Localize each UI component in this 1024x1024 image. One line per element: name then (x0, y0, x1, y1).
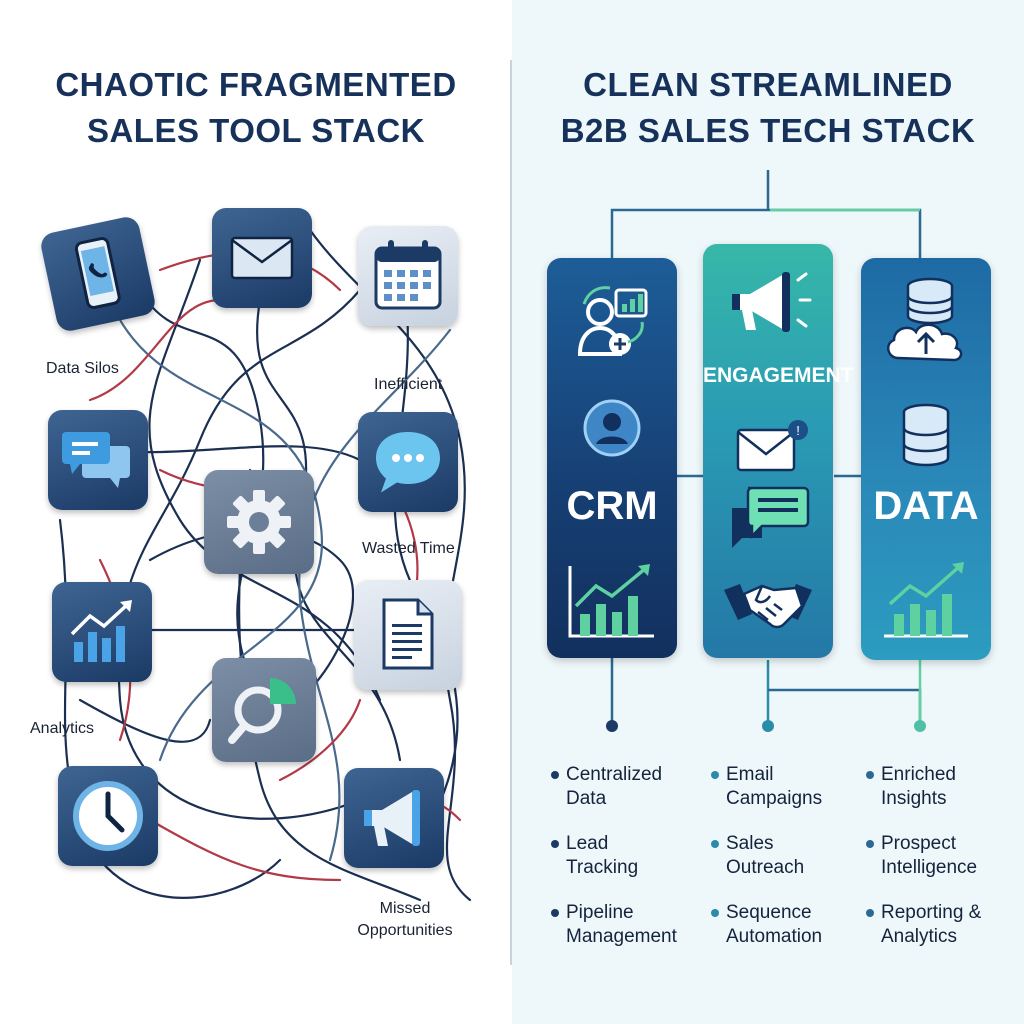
label-data-silos: Data Silos (46, 360, 119, 377)
search-chart-icon (228, 678, 296, 744)
bullet-text-line: Campaigns (726, 788, 823, 809)
bullet-text-line: Enriched (881, 764, 956, 785)
phone-tile (38, 214, 158, 334)
pillar-data: DATA (861, 258, 991, 660)
pillar-crm-title: CRM (566, 484, 658, 528)
bullet-dot (551, 909, 559, 917)
megaphone-icon (364, 790, 420, 846)
label-missed-line1: Missed (379, 900, 431, 917)
email-icon (230, 236, 294, 280)
clock-icon (73, 781, 143, 851)
label-analytics: Analytics (30, 720, 95, 737)
chat-bubble-icon (376, 432, 440, 493)
database-cloud-icon (886, 277, 963, 362)
crm-growth-chart-icon (568, 564, 654, 638)
bullet-text-line: Analytics (881, 926, 958, 947)
pillar-crm: CRM (547, 258, 677, 658)
center-divider (510, 60, 512, 965)
chat-tile (48, 410, 148, 510)
left-title-line2: SALES TOOL STACK (86, 112, 426, 149)
chat-bubble-tile (358, 412, 458, 512)
left-title-line1: CHAOTIC FRAGMENTED (55, 66, 457, 103)
search-chart-tile (212, 658, 316, 762)
bullet-dot (711, 909, 719, 917)
bullet-text-line: Email (726, 764, 774, 785)
right-title-line1: CLEAN STREAMLINED (583, 66, 953, 103)
user-circle-icon (583, 399, 641, 457)
left-title: CHAOTIC FRAGMENTED SALES TOOL STACK (0, 62, 512, 154)
analytics-tile (52, 582, 152, 682)
bullet-text-line: Centralized (566, 764, 663, 785)
pillar-engagement-title: ENGAGEMENT (703, 364, 854, 387)
engagement-email-icon: ! (736, 420, 808, 472)
right-title: CLEAN STREAMLINED B2B SALES TECH STACK (512, 62, 1024, 154)
analytics-chart-icon (70, 600, 132, 662)
document-tile (354, 580, 462, 690)
calendar-tile (358, 226, 458, 326)
bullet-dot (866, 771, 874, 779)
label-wasted-time: Wasted Time (362, 540, 455, 557)
bullet-text-line: Prospect (881, 833, 956, 854)
bullet-dot (711, 771, 719, 779)
bullet-text-line: Intelligence (881, 857, 978, 878)
bullet-text-line: Management (566, 926, 677, 947)
bullet-data-2: Reporting & Analytics (866, 901, 982, 949)
bullet-text-line: Data (566, 788, 607, 809)
engagement-chat-icon (732, 486, 810, 548)
data-growth-chart-icon (884, 562, 968, 638)
bullet-dot (866, 909, 874, 917)
handshake-icon (724, 584, 812, 629)
bullet-text-line: Tracking (566, 857, 639, 878)
bullet-text-line: Sales (726, 833, 774, 854)
email-tile (212, 208, 312, 308)
bullet-text-line: Insights (881, 788, 947, 809)
chat-icon (62, 432, 130, 488)
bullet-text-line: Reporting & (881, 902, 982, 923)
label-missed-line2: Opportunities (357, 922, 453, 939)
gear-icon (227, 490, 291, 554)
document-icon (382, 598, 434, 670)
bullet-dot (866, 840, 874, 848)
bullet-dot (711, 840, 719, 848)
calendar-icon (374, 240, 442, 310)
pillar-data-title: DATA (873, 484, 979, 528)
right-title-line2: B2B SALES TECH STACK (560, 112, 976, 149)
database-icon (902, 403, 950, 467)
bullet-dot (551, 771, 559, 779)
megaphone-tile (344, 768, 444, 868)
label-missed-opportunities: Missed Opportunities (346, 898, 464, 942)
bullet-text-line: Sequence (726, 902, 812, 923)
bullet-text-line: Outreach (726, 857, 805, 878)
bullet-text-line: Automation (726, 926, 823, 947)
crm-contact-icon (577, 286, 648, 356)
engagement-megaphone-icon (732, 272, 812, 332)
bullet-text-line: Pipeline (566, 902, 634, 923)
svg-text:!: ! (796, 423, 800, 438)
label-inefficient: Inefficient (374, 376, 443, 393)
pillar-engagement: ENGAGEMENT ! (703, 244, 854, 658)
clock-tile (58, 766, 158, 866)
bullet-dot (551, 840, 559, 848)
bullet-text-line: Lead (566, 833, 609, 854)
phone-icon (74, 237, 121, 310)
gear-tile (204, 470, 314, 574)
